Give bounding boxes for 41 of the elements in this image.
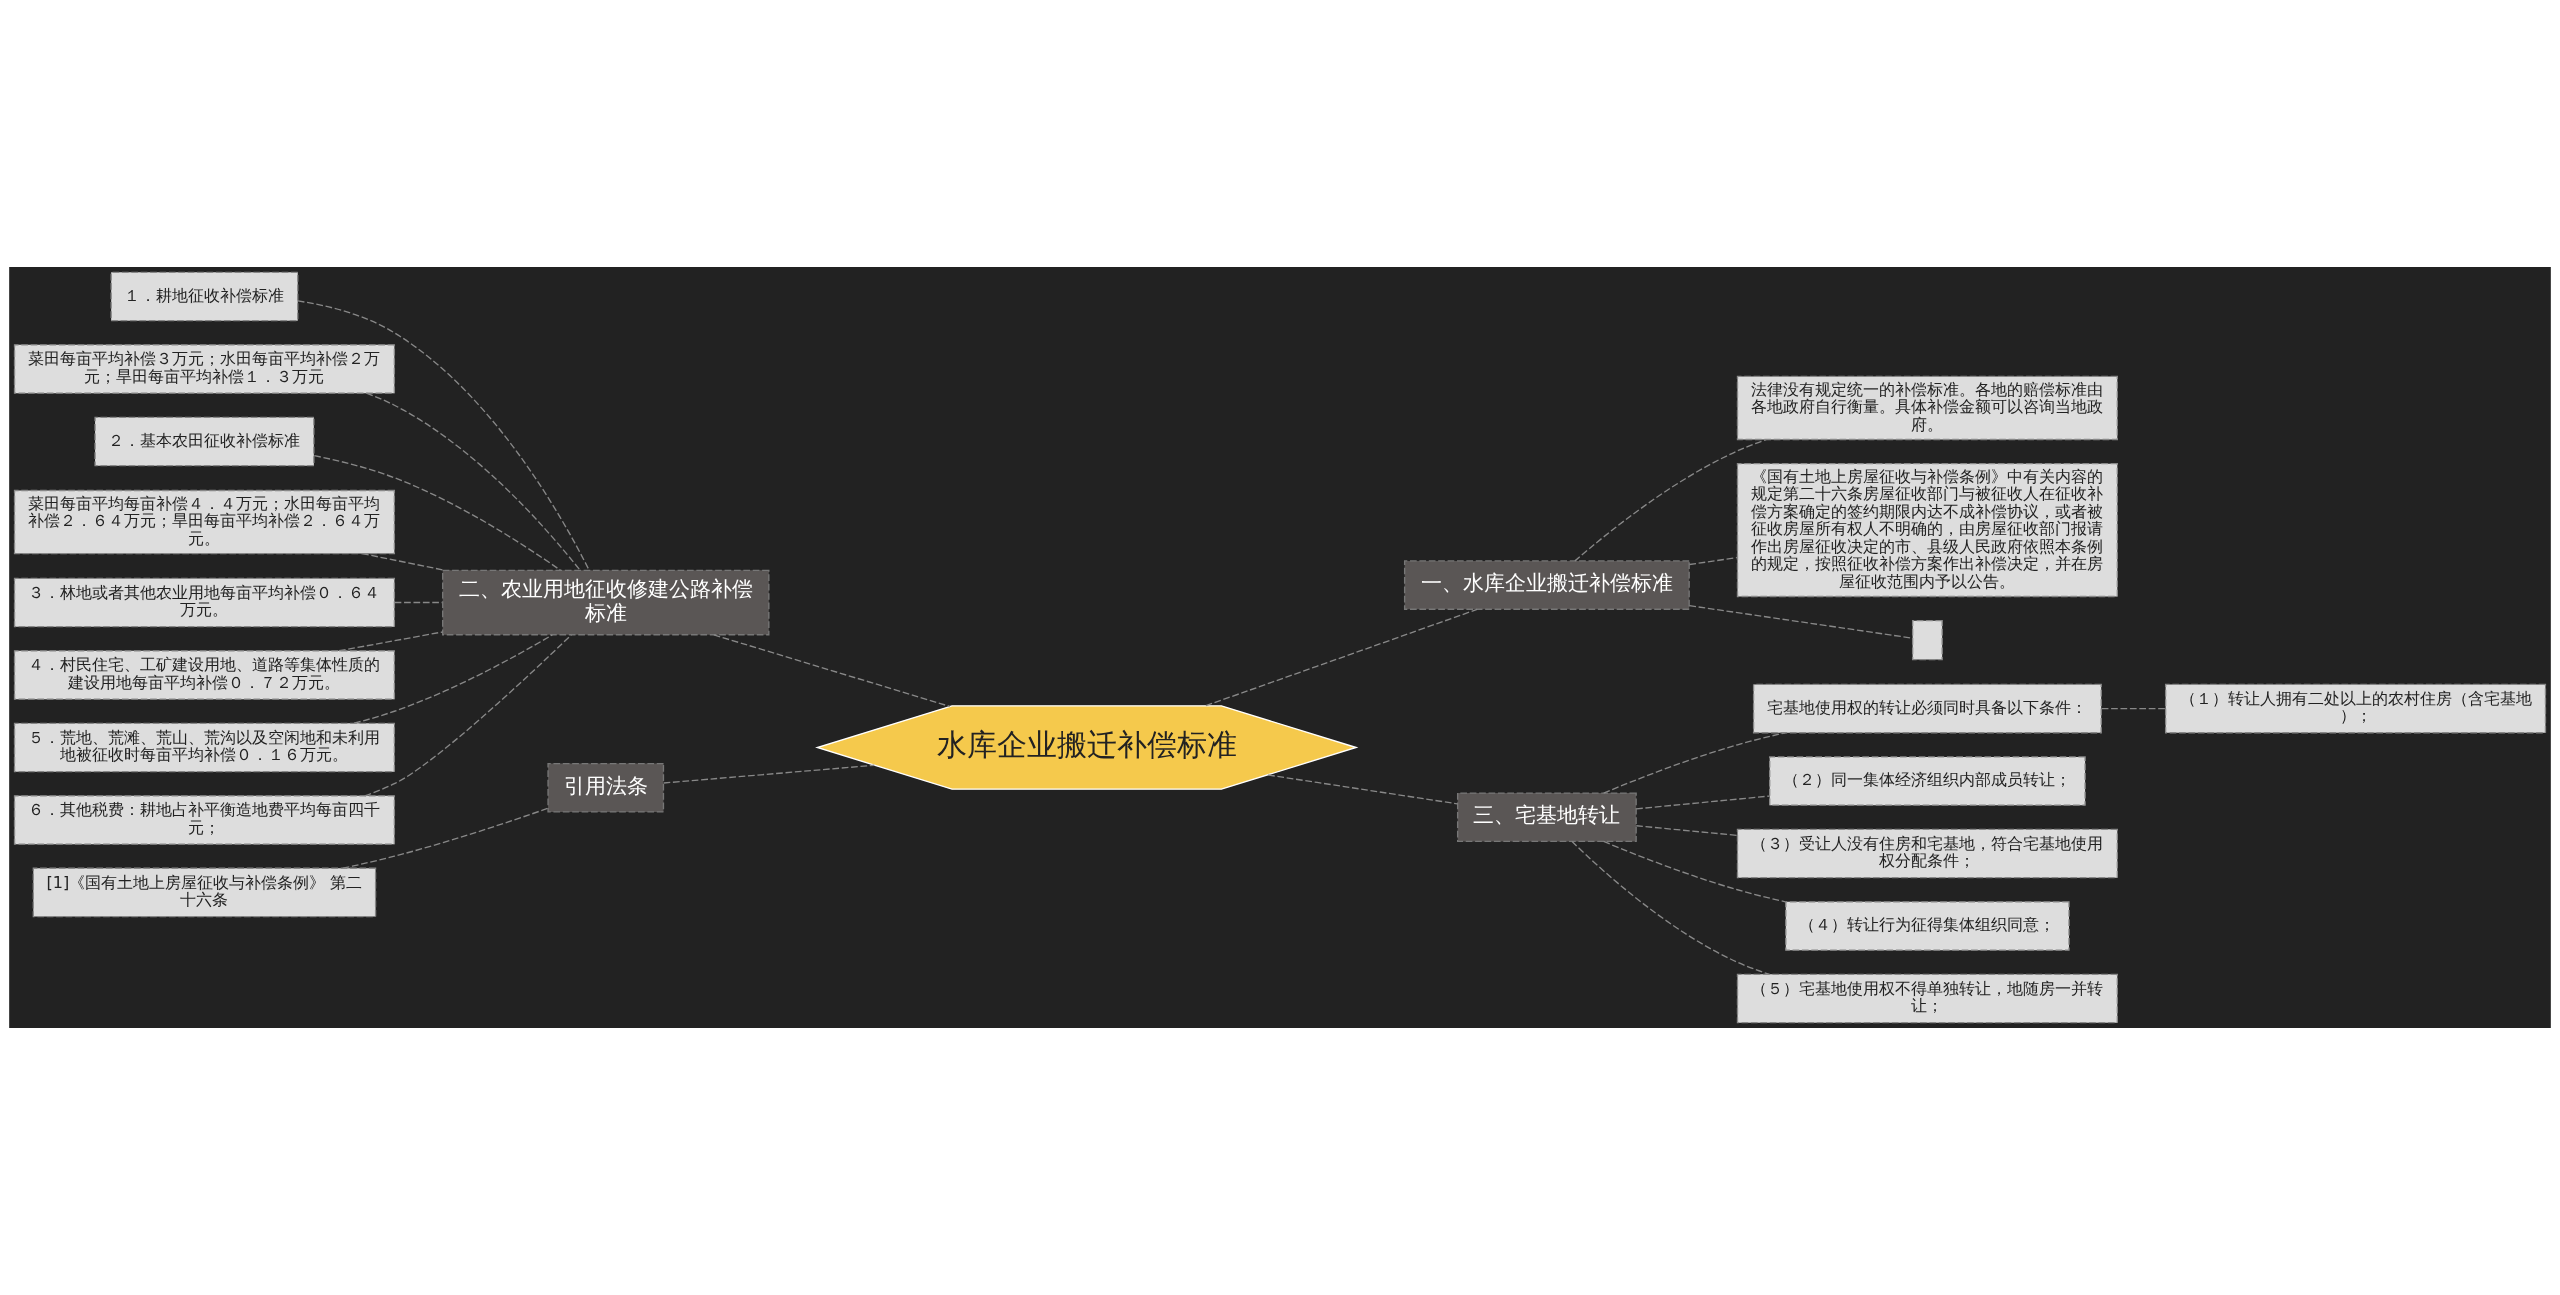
node-box: （４）转让行为征得集体组织同意； (1785, 901, 2070, 951)
connector (1574, 438, 1767, 562)
connector (1205, 608, 1478, 707)
node-box: ３．林地或者其他农业用地每亩平均补偿０．６４万元。 (13, 577, 396, 628)
connector (713, 634, 951, 708)
connector (1571, 840, 1771, 975)
node-box: ２．基本农田征收补偿标准 (94, 416, 315, 467)
node-box: 法律没有规定统一的补偿标准。各地的赔偿标准由各地政府自行衡量。具体补偿金额可以咨询当地政府。 (1736, 375, 2118, 441)
connector (365, 392, 581, 571)
node-box: 菜田每亩平均补偿３万元；水田每亩平均补偿２万元；旱田每亩平均补偿１．３万元 (13, 344, 396, 394)
connector (663, 764, 875, 784)
node-box: （１）转让人拥有二处以上的农村住房（含宅基地）； (2164, 683, 2547, 734)
node-box: 二、农业用地征收修建公路补偿标准 (442, 569, 770, 636)
node-box: 《国有土地上房屋征收与补偿条例》中有关内容的规定第二十六条房屋征收部门与被征收人在征收补偿方案确定的签约期限内达不成补偿协议，或者被征收房屋所有权人不明确的，由房屋征收部门报请作出房屋征收决定的市、县级人民政府依照本条例的规定，按照征收补偿方案作出补偿决定，并在房屋征收范围内予以公告。 (1736, 462, 2118, 598)
node-box: 宅基地使用权的转让必须同时具备以下条件： (1752, 683, 2102, 734)
node-box: （３）受让人没有住房和宅基地，符合宅基地使用权分配条件； (1736, 828, 2118, 879)
node-box: ４．村民住宅、工矿建设用地、道路等集体性质的建设用地每亩平均补偿０．７２万元。 (13, 650, 396, 700)
connector (1635, 825, 1739, 837)
node-box: 一、水库企业搬迁补偿标准 (1403, 560, 1690, 610)
connector (353, 634, 553, 724)
node-box: [1]《国有土地上房屋征收与补偿条例》 第二十六条 (32, 867, 377, 918)
connector (1688, 556, 1738, 566)
connector (364, 634, 573, 797)
node-box: （５）宅基地使用权不得单独转让，地随房一并转让； (1736, 973, 2118, 1024)
connector (313, 455, 562, 571)
node-box (1911, 620, 1943, 661)
node-box: １．耕地征收补偿标准 (110, 271, 299, 322)
connector (342, 807, 549, 869)
connector (1603, 840, 1787, 903)
node-box: ５．荒地、荒滩、荒山、荒沟以及空闲地和未利用地被征收时每亩平均补偿０．１６万元。 (13, 722, 396, 773)
connector (1267, 774, 1459, 805)
node-box: ６．其他税费：耕地占补平衡造地费平均每亩四千元； (13, 795, 396, 845)
node-box: （２）同一集体经济组织内部成员转让； (1769, 756, 2086, 806)
node-box: 菜田每亩平均每亩补偿４．４万元；水田每亩平均补偿２．６４万元；旱田每亩平均补偿２．６４万元。 (13, 489, 396, 555)
connector (2101, 707, 2166, 710)
connector (1603, 732, 1787, 794)
connector (297, 300, 590, 571)
connector (1635, 795, 1771, 810)
connector (361, 552, 446, 571)
node-box: 引用法条 (547, 762, 665, 813)
node-box: 三、宅基地转让 (1457, 792, 1637, 843)
